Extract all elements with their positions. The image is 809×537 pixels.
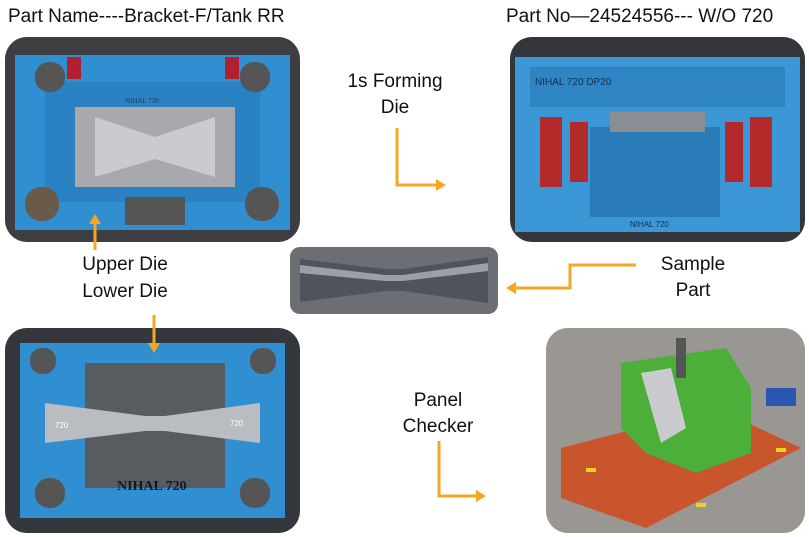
lower-die-marking: NIHAL 720 [117, 479, 187, 494]
lower-die-arrow-icon [148, 315, 160, 353]
forming-die-label-line1: 1s Forming [347, 71, 443, 92]
forming-die-top-marking: NIHAL 720 DP20 [535, 77, 612, 88]
upper-die-photo: NIHAL 720 [5, 37, 300, 242]
upper-die-arrow-icon [89, 214, 101, 250]
sample-part-label: Sample Part [648, 252, 738, 304]
forming-die-bottom-marking: NIHAL 720 [630, 220, 669, 229]
panel-checker-label: Panel Checker [388, 388, 488, 440]
forming-die-label-line2: Die [380, 97, 410, 118]
panel-checker-arrow-icon [437, 441, 486, 502]
sample-part-label-line1: Sample [660, 254, 726, 275]
panel-checker-label-line1: Panel [413, 390, 463, 411]
upper-die-marking: NIHAL 720 [125, 97, 159, 105]
sample-part-label-line2: Part [675, 280, 711, 301]
panel-checker-label-line2: Checker [402, 416, 474, 437]
sample-part-photo [290, 247, 498, 314]
forming-die-arrow-icon [395, 128, 446, 191]
forming-die-photo: NIHAL 720 DP20 NIHAL 720 [510, 37, 805, 242]
lower-die-small-marking-b: 720 [230, 419, 244, 428]
lower-die-label: Lower Die [82, 281, 168, 302]
part-name-label: Part Name----Bracket-F/Tank RR [8, 6, 285, 27]
forming-die-label: 1s Forming Die [345, 69, 445, 121]
panel-checker-photo [546, 328, 805, 533]
sample-part-arrow-icon [506, 263, 636, 294]
upper-die-label: Upper Die [82, 254, 168, 275]
part-number-label: Part No—24524556--- W/O 720 [506, 6, 774, 27]
lower-die-small-marking-a: 720 [55, 421, 69, 430]
lower-die-photo: 720 720 NIHAL 720 [5, 328, 300, 533]
